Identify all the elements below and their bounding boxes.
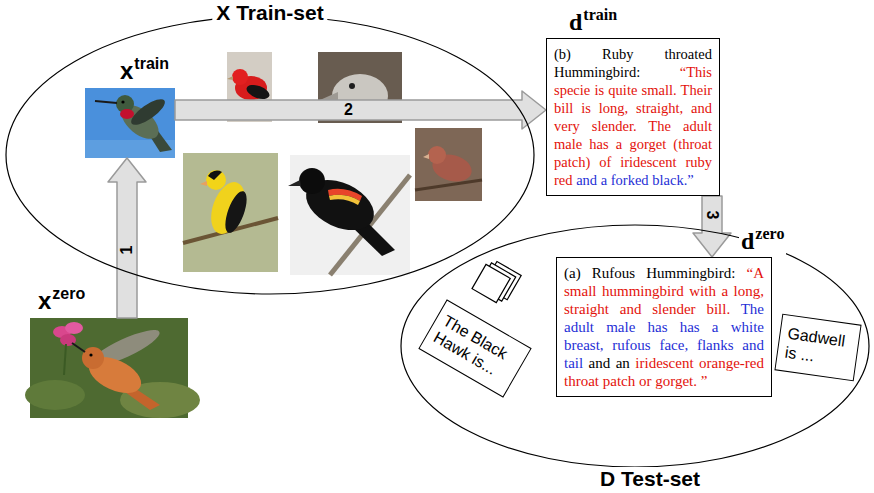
stacked-card xyxy=(472,264,510,302)
yellow-bird-photo xyxy=(183,153,278,272)
variable-superscript: zero xyxy=(52,285,85,302)
description-card: The Black Hawk is... xyxy=(418,299,531,397)
set-heading: X Train-set xyxy=(212,1,327,24)
variable-name: d xyxy=(569,9,582,35)
variable-name: x xyxy=(38,287,51,314)
brown-bird-photo xyxy=(415,128,482,201)
set-ellipse: D Test-setdzero(a) Rufous Hummingbird: “… xyxy=(400,224,870,468)
bird-wing xyxy=(128,95,169,129)
set-heading-wrap: X Train-set xyxy=(212,2,327,24)
description-paragraph: (a) Rufous Hummingbird: “A small humming… xyxy=(564,264,764,390)
set-ellipse-outline xyxy=(6,16,534,294)
bird-photo: xzero xyxy=(30,318,188,418)
variable-superscript: train xyxy=(583,6,617,23)
variable-label-wrap: dzero xyxy=(739,222,786,256)
set-ellipse: X Train-setxtrain xyxy=(5,15,535,295)
variable-superscript: zero xyxy=(755,225,784,242)
description-text: and an xyxy=(589,355,630,371)
photo-background xyxy=(290,155,410,275)
bird-beak xyxy=(72,343,85,352)
bird-head xyxy=(428,146,446,164)
variable-name: x xyxy=(120,57,133,84)
variable-label-wrap: dtrain xyxy=(567,3,619,37)
bird-photo: xtrain xyxy=(85,88,175,158)
callout-number: 1 xyxy=(119,244,135,257)
bird-head xyxy=(206,170,226,190)
hummingbird-photo xyxy=(85,88,175,158)
photo-background xyxy=(183,153,278,272)
bird-beak xyxy=(423,154,429,159)
description-box: dtrain(b) Ruby throated Hummingbird: “Th… xyxy=(546,38,720,196)
block-arrow xyxy=(175,91,546,129)
variable-label-wrap: xtrain xyxy=(118,52,171,86)
set-heading-wrap: D Test-set xyxy=(596,468,704,490)
bird-head xyxy=(299,168,325,194)
stem xyxy=(64,344,66,375)
photo-background xyxy=(415,128,482,201)
callout-number: 2 xyxy=(342,102,355,118)
document-stack-icon xyxy=(472,257,521,306)
description-card: Gadwell is ... xyxy=(774,313,861,381)
bird-beak xyxy=(95,101,117,103)
block-arrow xyxy=(108,158,146,318)
description-text: and a forked black.” xyxy=(576,172,694,188)
bird-beak xyxy=(320,92,338,100)
bird-wing xyxy=(221,189,251,236)
arrow-number-wrap: 1 xyxy=(118,244,136,257)
bird-beak xyxy=(227,76,233,80)
bird-eye xyxy=(89,353,92,356)
set-outline-svg xyxy=(5,15,535,295)
rufous-hummingbird-photo xyxy=(25,318,200,418)
variable-name: d xyxy=(741,228,754,254)
variable-superscript: train xyxy=(134,55,169,72)
bird-eye xyxy=(349,83,355,89)
bird-head xyxy=(232,69,248,85)
description-text: “This specie is quite small. Their bill … xyxy=(554,64,712,188)
branch xyxy=(415,180,482,190)
bird-cap xyxy=(208,171,222,180)
blackbird-photo xyxy=(288,155,410,275)
foliage xyxy=(25,380,85,410)
sky-background xyxy=(85,88,175,158)
bird-beak xyxy=(200,181,207,186)
arrow-number-wrap: 3 xyxy=(703,208,721,221)
set-heading: D Test-set xyxy=(596,467,704,490)
bird-beak xyxy=(288,180,301,186)
set-ellipse-outline xyxy=(401,225,869,467)
species-heading: (a) Rufous Hummingbird: xyxy=(564,265,735,281)
petal xyxy=(65,322,83,334)
bird-head xyxy=(82,347,104,369)
arrow-number-wrap: 2 xyxy=(342,101,355,119)
bird-throat xyxy=(120,109,134,119)
bird-wing xyxy=(245,82,272,101)
bird-eye xyxy=(121,100,124,103)
description-box: dzero(a) Rufous Hummingbird: “A small hu… xyxy=(556,257,772,397)
block-arrow xyxy=(693,196,731,257)
callout-number: 3 xyxy=(704,208,720,221)
card-text-wrap: The Black Hawk is... xyxy=(430,311,520,385)
shoulder-stripe xyxy=(329,195,360,205)
description-paragraph: (b) Ruby throated Hummingbird: “This spe… xyxy=(554,45,712,189)
card-text: Gadwell is ... xyxy=(784,323,853,370)
card-text: The Black Hawk is... xyxy=(430,311,520,385)
variable-label-wrap: xzero xyxy=(36,282,87,316)
card-text-wrap: Gadwell is ... xyxy=(784,323,853,370)
